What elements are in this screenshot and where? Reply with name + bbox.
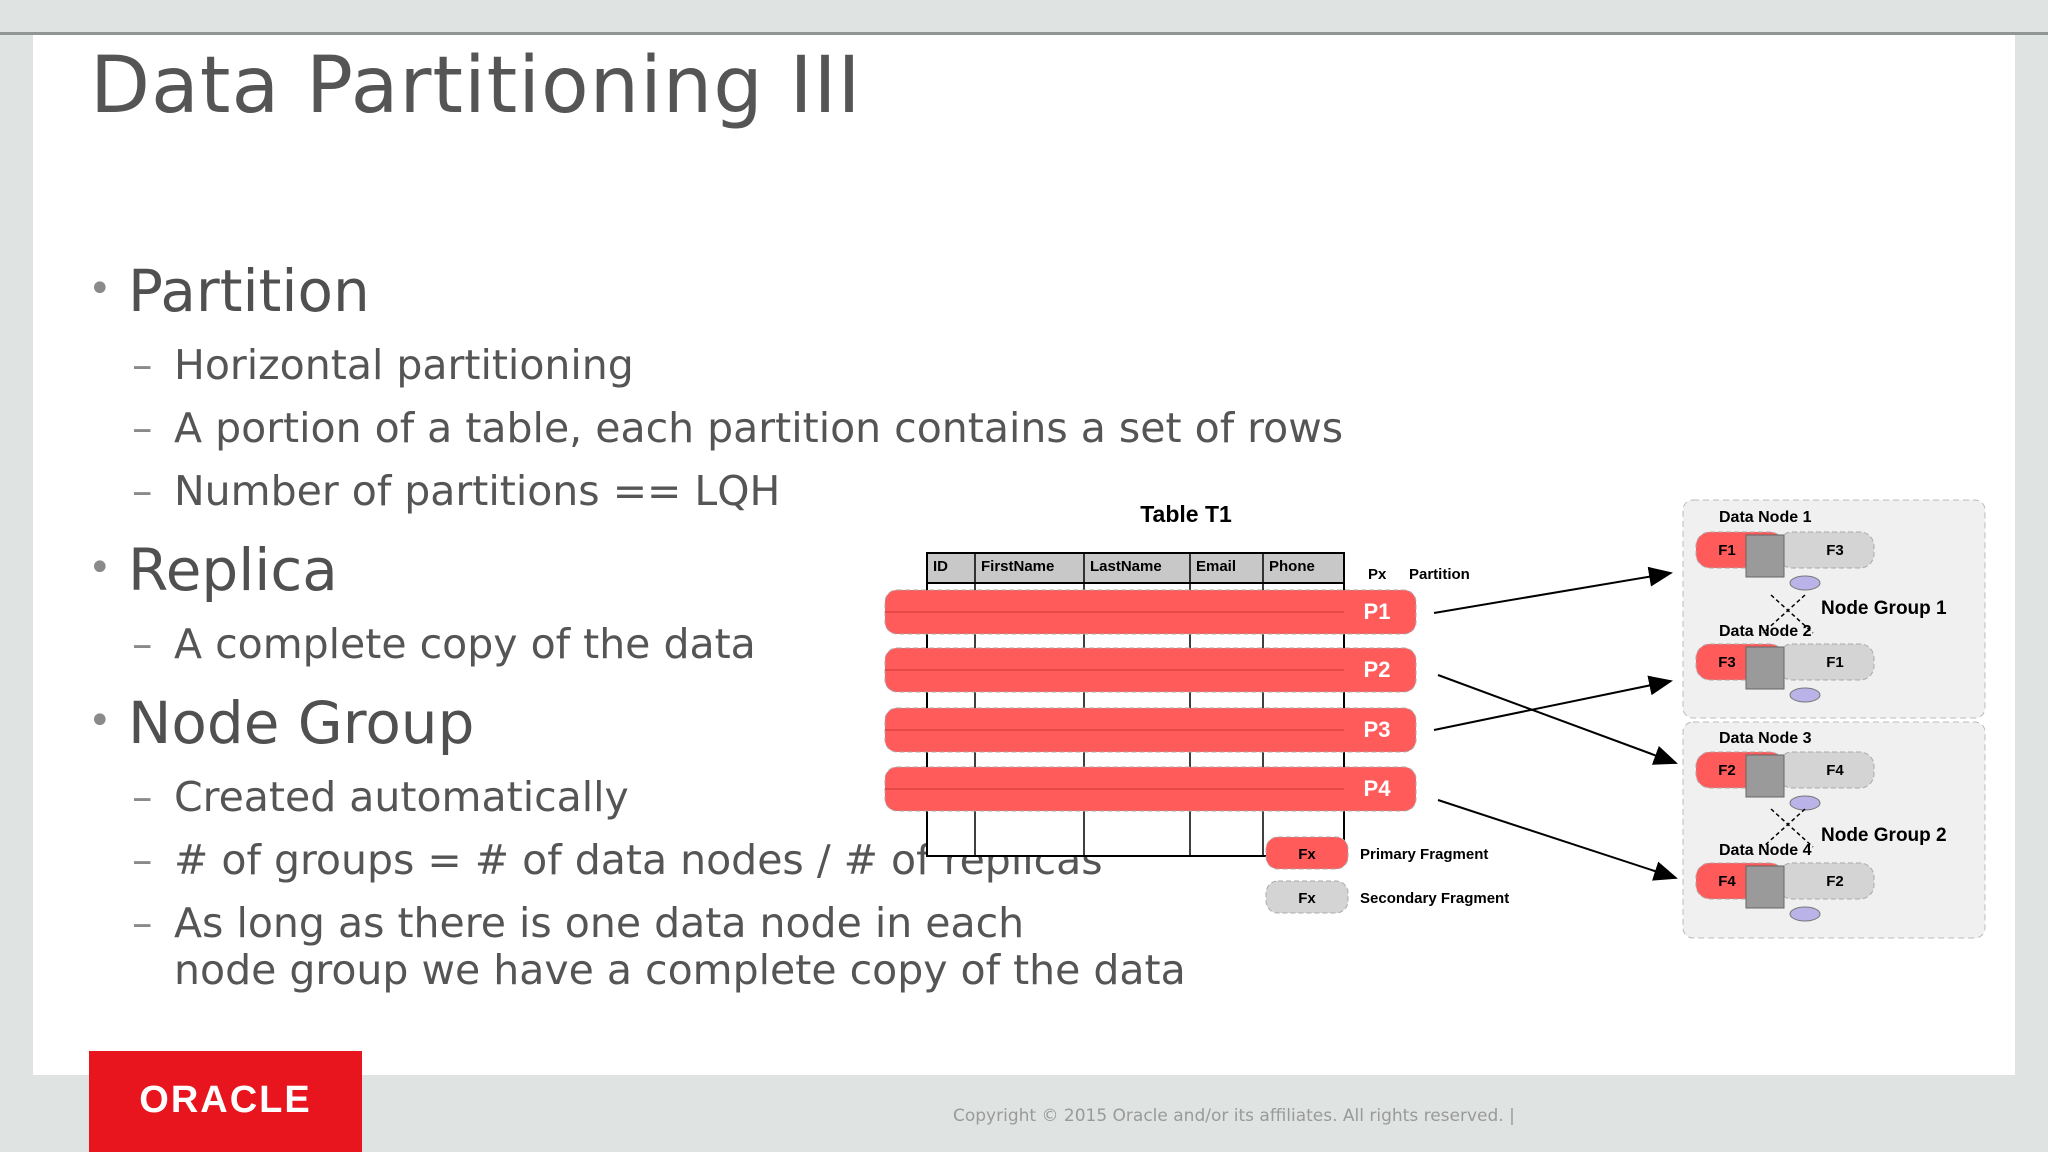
partition-p2: P2 <box>884 647 1417 693</box>
legend-secondary-swatch: Fx <box>1298 890 1316 907</box>
sub-dash: – <box>132 341 153 389</box>
sub-dash: – <box>132 836 153 884</box>
bullet-dot: • <box>88 266 112 312</box>
node-group-1: Data Node 1 F1 F3 Data Node 2 F3 F1 Node… <box>1682 499 1986 719</box>
server-icon <box>1745 865 1785 909</box>
sub-bullet-continued: node group we have a complete copy of th… <box>174 946 1186 994</box>
node-group-2: Data Node 3 F2 F4 Data Node 4 F4 F2 Node… <box>1682 721 1986 939</box>
disk-icon <box>1789 906 1821 922</box>
data-node-2-label: Data Node 2 <box>1719 623 1812 640</box>
logo-text: ORACLE <box>139 1079 312 1121</box>
data-node-4-label: Data Node 4 <box>1719 842 1812 859</box>
primary-fragment: F2 <box>1718 762 1736 779</box>
sub-bullet: As long as there is one data node in eac… <box>174 899 1025 947</box>
bullet-dot: • <box>88 545 112 591</box>
partition-p4: P4 <box>884 766 1417 812</box>
bullet-partition: Partition <box>128 257 370 325</box>
partition-label-p1: P1 <box>1364 599 1391 624</box>
primary-fragment: F3 <box>1718 654 1736 671</box>
sub-bullet: Number of partitions == LQH <box>174 467 781 515</box>
sub-bullet: A portion of a table, each partition con… <box>174 404 1344 452</box>
legend: Fx Primary Fragment Fx Secondary Fragmen… <box>1265 836 1509 914</box>
legend-primary-swatch: Fx <box>1298 846 1316 863</box>
sub-bullet: Horizontal partitioning <box>174 341 634 389</box>
partition-label-p2: P2 <box>1364 657 1391 682</box>
partition-p1: P1 <box>884 589 1417 635</box>
sub-dash: – <box>132 773 153 821</box>
secondary-fragment: F2 <box>1826 873 1844 890</box>
column-header: LastName <box>1090 558 1162 575</box>
legend-primary-label: Primary Fragment <box>1360 846 1488 863</box>
column-header: Phone <box>1269 558 1315 575</box>
slide: Data Partitioning III • Partition – Hori… <box>33 35 2015 1075</box>
column-header: FirstName <box>981 558 1054 575</box>
server-icon <box>1745 534 1785 578</box>
server-icon <box>1745 754 1785 798</box>
partition-label-p3: P3 <box>1364 717 1391 742</box>
oracle-logo: ORACLE <box>89 1051 362 1152</box>
top-rule <box>0 32 2048 35</box>
bullet-list: • Partition – Horizontal partitioning – … <box>33 35 2015 1075</box>
sub-bullet: A complete copy of the data <box>174 620 756 668</box>
sub-bullet: Created automatically <box>174 773 629 821</box>
disk-icon <box>1789 795 1821 811</box>
node-group-2-label: Node Group 2 <box>1821 825 1947 846</box>
arrow-p4 <box>1437 799 1678 881</box>
data-node-3-label: Data Node 3 <box>1719 730 1812 747</box>
secondary-fragment: F4 <box>1826 762 1844 779</box>
disk-icon <box>1789 687 1821 703</box>
secondary-fragment: F3 <box>1826 542 1844 559</box>
slide-title: Data Partitioning III <box>90 41 862 131</box>
sub-dash: – <box>132 620 153 668</box>
bullet-node-group: Node Group <box>128 689 475 757</box>
secondary-fragment: F1 <box>1826 654 1844 671</box>
sub-dash: – <box>132 467 153 515</box>
partition-p3: P3 <box>884 707 1417 753</box>
mapping-arrows <box>1433 566 1678 881</box>
primary-fragment: F1 <box>1718 542 1736 559</box>
disk-icon <box>1789 575 1821 591</box>
node-group-1-label: Node Group 1 <box>1821 598 1947 619</box>
bullet-replica: Replica <box>128 536 338 604</box>
partition-label-p4: P4 <box>1364 776 1392 801</box>
arrow-p2 <box>1437 674 1678 765</box>
copyright-notice: Copyright © 2015 Oracle and/or its affil… <box>953 1106 1515 1126</box>
arrow-p1 <box>1433 566 1673 614</box>
arrow-p3 <box>1433 675 1673 731</box>
column-header: ID <box>933 558 948 575</box>
column-header: Email <box>1196 558 1236 575</box>
partition-label: Partition <box>1409 566 1470 583</box>
data-node-1-label: Data Node 1 <box>1719 509 1812 526</box>
primary-fragment: F4 <box>1718 873 1736 890</box>
px-label: Px <box>1368 566 1387 583</box>
table-title: Table T1 <box>1140 501 1232 527</box>
sub-dash: – <box>132 899 153 947</box>
partition-diagram: Table T1 ID FirstName LastName Email Pho… <box>884 499 1986 939</box>
sub-dash: – <box>132 404 153 452</box>
bullet-dot: • <box>88 698 112 744</box>
legend-secondary-label: Secondary Fragment <box>1360 890 1509 907</box>
server-icon <box>1745 646 1785 690</box>
